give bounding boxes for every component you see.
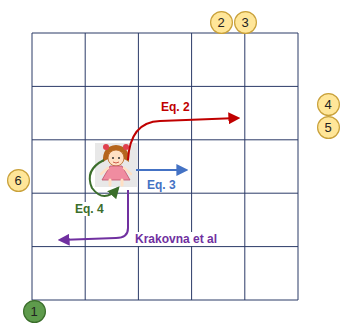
callout-number: 4 [317, 93, 340, 116]
circle-shape [234, 11, 256, 33]
state-circle: 6 [7, 169, 30, 192]
grid-line [32, 193, 298, 194]
state-circle: 4 [317, 93, 340, 116]
grid-line [298, 33, 299, 300]
agent-icon [95, 143, 137, 187]
grid-line [85, 33, 86, 300]
callout-number: 1 [23, 300, 46, 323]
arrow-krakovna [60, 190, 128, 240]
arrow-label: Eq. 2 [160, 100, 191, 114]
callout-number: 5 [317, 116, 340, 139]
arrow-label: Krakovna et al [134, 232, 218, 246]
grid-line [32, 33, 33, 300]
arrow-eq2 [128, 118, 238, 160]
grid-line [32, 139, 298, 140]
grid-line [191, 33, 192, 300]
circle-shape [317, 116, 339, 138]
grid-line [244, 33, 245, 300]
arrow-eq3 [136, 169, 186, 171]
callout-number: 6 [7, 169, 30, 192]
state-circle: 5 [317, 116, 340, 139]
grid-line [32, 300, 298, 301]
grid-line [32, 86, 298, 87]
callout-number: 2 [210, 11, 233, 34]
state-circle: 2 [210, 11, 233, 34]
arrow-eq4 [90, 160, 118, 196]
arrow-label: Eq. 4 [74, 202, 105, 216]
circle-shape [23, 300, 45, 322]
grid-line [138, 33, 139, 300]
grid-world [32, 33, 298, 300]
state-circle: 1 [23, 300, 46, 323]
circle-shape [210, 11, 232, 33]
circle-shape [317, 93, 339, 115]
callout-number: 3 [234, 11, 257, 34]
circle-shape [7, 169, 29, 191]
grid-line [32, 246, 298, 247]
grid-line [32, 33, 298, 34]
state-circle: 3 [234, 11, 257, 34]
arrow-label: Eq. 3 [146, 178, 177, 192]
